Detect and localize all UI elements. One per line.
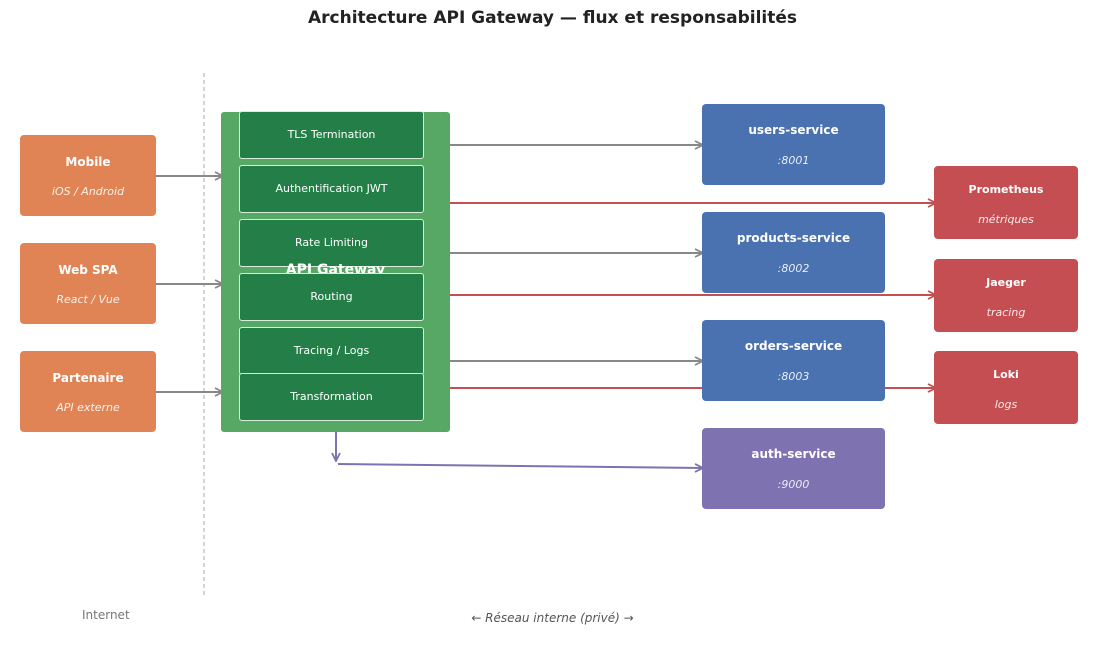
service-name: users-service [748,123,839,137]
gateway-module-rate-limiting: Rate Limiting [239,219,424,267]
client-name: Partenaire [52,371,124,385]
observability-name: Prometheus [968,183,1044,196]
service-auth: auth-service :9000 [702,428,885,509]
arrow-gateway-auth [337,463,703,468]
client-partenaire: Partenaire API externe [20,351,156,432]
gateway-module-transformation: Transformation [239,373,424,421]
service-port: :9000 [777,478,810,491]
diagram-title: Architecture API Gateway — flux et respo… [307,8,797,28]
client-mobile: Mobile iOS / Android [20,135,156,216]
observability-role: métriques [978,213,1034,226]
client-name: Mobile [65,155,111,169]
observability-role: logs [994,398,1018,411]
observability-name: Jaeger [986,276,1026,289]
zone-label-internal: ← Réseau interne (privé) → [471,611,634,625]
observability-loki: Loki logs [934,351,1078,424]
service-name: products-service [736,231,851,245]
observability-role: tracing [986,306,1026,319]
client-platform: iOS / Android [51,185,125,198]
service-users: users-service :8001 [702,104,885,185]
client-name: Web SPA [58,263,118,277]
client-web-spa: Web SPA React / Vue [20,243,156,324]
service-products: products-service :8002 [702,212,885,293]
observability-jaeger: Jaeger tracing [934,259,1078,332]
service-orders: orders-service :8003 [702,320,885,401]
observability-name: Loki [993,368,1019,381]
gateway-module-tls: TLS Termination [239,111,424,159]
service-name: auth-service [751,447,836,461]
gateway-module-auth-jwt: Authentification JWT [239,165,424,213]
client-platform: API externe [56,401,120,414]
service-port: :8003 [777,370,810,383]
observability-prometheus: Prometheus métriques [934,166,1078,239]
service-port: :8001 [777,154,810,167]
service-port: :8002 [777,262,810,275]
zone-label-internet: Internet [82,608,130,622]
client-platform: React / Vue [56,293,120,306]
gateway-module-routing: Routing [239,273,424,321]
service-name: orders-service [744,339,843,353]
gateway-module-tracing: Tracing / Logs [239,327,424,375]
